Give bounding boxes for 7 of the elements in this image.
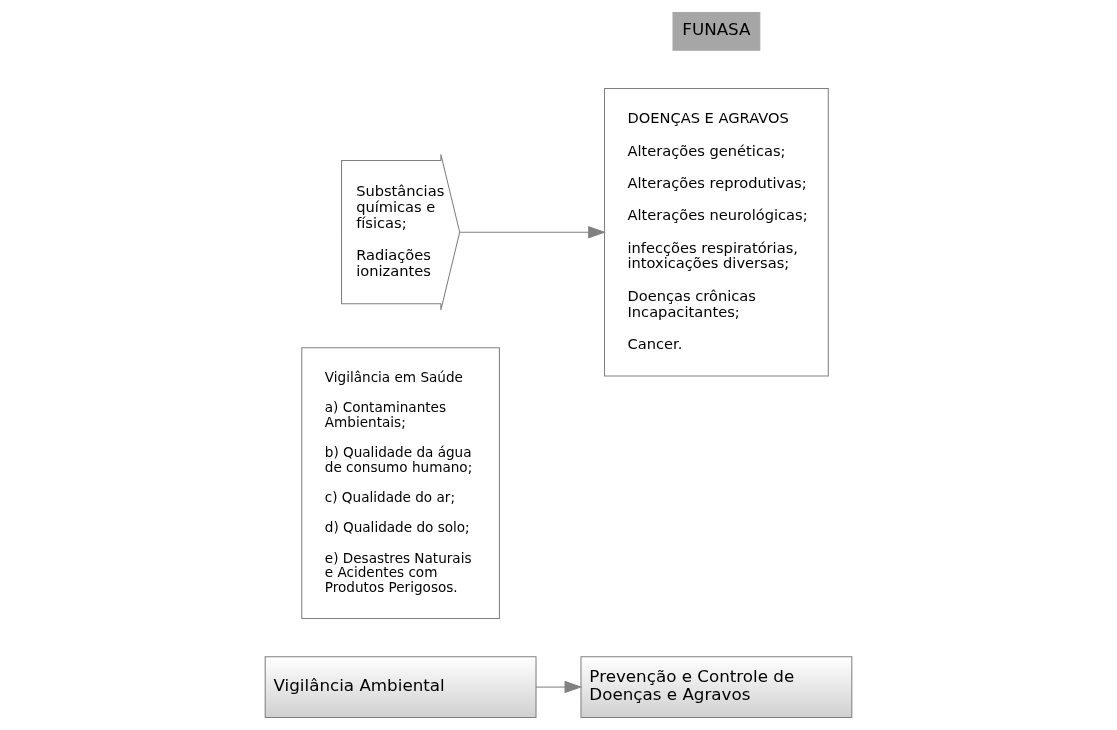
node-box: DOENÇAS E AGRAVOS Alterações genéticas; Alterações reprodutivas; Alterações neurológicas; infecções respiratórias, intoxicações diversas; Doenças crônicas Incapacitantes; Cancer. — [604, 87, 829, 377]
node-box: Vigilância em Saúde a) Contaminantes Ambientais; b) Qualidade da água de consumo humano; c) Qualidade do ar; d) Qualidade do solo; e) Desastres Naturais e Acidentes com Produtos Perigosos. — [301, 347, 500, 620]
label: FUNASA — [682, 19, 751, 40]
arrow — [459, 225, 606, 239]
arrow — [535, 680, 583, 694]
node-box: Vigilância Ambiental — [264, 656, 537, 718]
node-box: Prevenção e Controle de Doenças e Agravos — [580, 656, 853, 718]
